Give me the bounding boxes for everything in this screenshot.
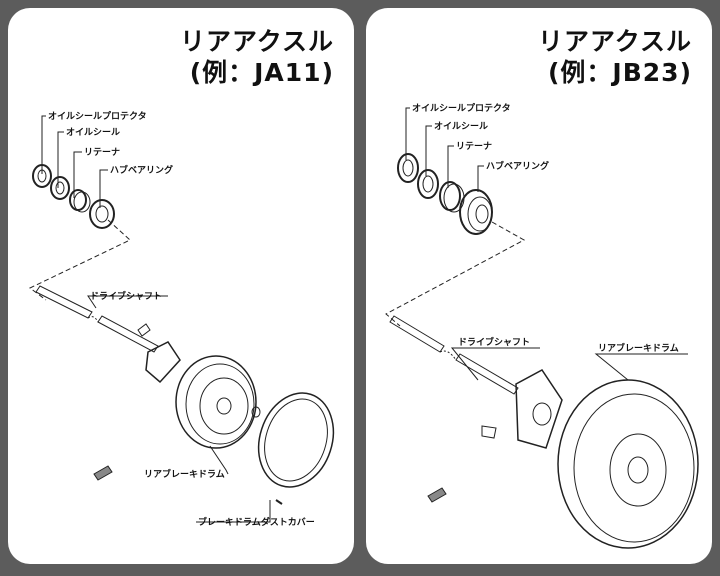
bolt-part (481, 425, 497, 439)
flange-part (532, 402, 552, 426)
label-hub-bearing: ハブベアリング (110, 164, 173, 176)
drive-shaft-part (35, 285, 93, 319)
oil-seal-protector-part (37, 169, 47, 183)
title-text: リアアクスル (537, 27, 692, 56)
drive-shaft-part (97, 315, 159, 353)
label-oil-seal-protector: オイルシールプロテクタ (412, 102, 511, 114)
flange-part (145, 341, 181, 384)
leader-line (450, 347, 540, 381)
label-drive-shaft: ドライブシャフト (90, 290, 162, 302)
label-hub-bearing: ハブベアリング (486, 160, 549, 172)
label-rear-brake-drum: リアブレーキドラム (144, 468, 225, 480)
oil-seal-part (50, 176, 70, 200)
leader-line (196, 500, 271, 523)
brake-drum-part (609, 433, 667, 507)
retainer-part (439, 181, 461, 211)
drive-shaft-part (87, 316, 99, 323)
exploded-diagram-jb23: オイルシールプロテクタ オイルシール リテーナ ハブベアリング ドライブシャフト… (385, 102, 699, 549)
label-rear-brake-drum: リアブレーキドラム (598, 342, 679, 354)
dust-cover-part (264, 398, 328, 482)
leader-line (425, 125, 432, 176)
drive-shaft-part (455, 353, 519, 395)
oil-seal-protector-part (397, 153, 419, 183)
brake-drum-part (185, 363, 255, 445)
hub-bearing-part (475, 204, 489, 224)
leader-line (447, 145, 454, 188)
front-arrow-icon (93, 465, 113, 481)
drive-shaft-part (439, 350, 457, 361)
hub-bearing-part (95, 205, 109, 223)
brake-drum-part (573, 393, 695, 543)
screw-part (275, 499, 283, 505)
leader-line (73, 151, 82, 198)
front-arrow-icon (427, 487, 447, 503)
leader-line (405, 107, 410, 160)
panel-title: リアアクスル (例：JA11) (180, 26, 334, 88)
leader-line (41, 115, 46, 174)
dust-cover-part (257, 392, 335, 488)
oil-seal-part (422, 175, 434, 193)
brake-drum-part (627, 456, 649, 484)
brake-drum-part (175, 355, 257, 449)
hub-bearing-part (89, 199, 115, 229)
brake-drum-part (557, 379, 699, 549)
leader-line (594, 353, 688, 381)
label-retainer: リテーナ (84, 147, 120, 158)
oil-seal-protector-part (402, 159, 414, 177)
panel-title: リアアクスル (例：JB23) (538, 26, 692, 88)
panel-ja11: リアアクスル (例：JA11) (8, 8, 354, 564)
oil-seal-part (55, 181, 65, 195)
model-text: (例：JB23) (548, 58, 692, 87)
drive-shaft-part (389, 315, 445, 353)
panel-jb23: リアアクスル (例：JB23) (366, 8, 712, 564)
flange-part (515, 369, 563, 449)
oil-seal-protector-part (32, 164, 52, 188)
nut-part (251, 406, 261, 418)
title-text: リアアクスル (179, 27, 334, 56)
label-drive-shaft: ドライブシャフト (458, 336, 530, 348)
leader-line (99, 169, 108, 208)
axis-line (385, 221, 526, 327)
oil-seal-part (417, 169, 439, 199)
label-retainer: リテーナ (456, 141, 492, 152)
model-text: (例：JA11) (189, 58, 334, 87)
label-oil-seal: オイルシール (434, 121, 488, 132)
retainer-part (69, 189, 87, 211)
brake-drum-part (199, 377, 249, 435)
bolt-part (137, 323, 151, 337)
leader-line (477, 165, 484, 192)
brake-drum-part (216, 397, 232, 415)
label-oil-seal: オイルシール (66, 127, 120, 138)
leader-line (209, 445, 229, 475)
leader-line (57, 131, 64, 188)
retainer-part (73, 191, 91, 213)
hub-bearing-part (467, 196, 493, 232)
leader-line (87, 295, 168, 309)
exploded-diagram-ja11: オイルシールプロテクタ オイルシール リテーナ ハブベアリング ドライブシャフト… (29, 110, 335, 528)
label-drum-dust-cover: ブレーキドラムダストカバー (198, 516, 315, 528)
label-oil-seal-protector: オイルシールプロテクタ (48, 110, 147, 122)
